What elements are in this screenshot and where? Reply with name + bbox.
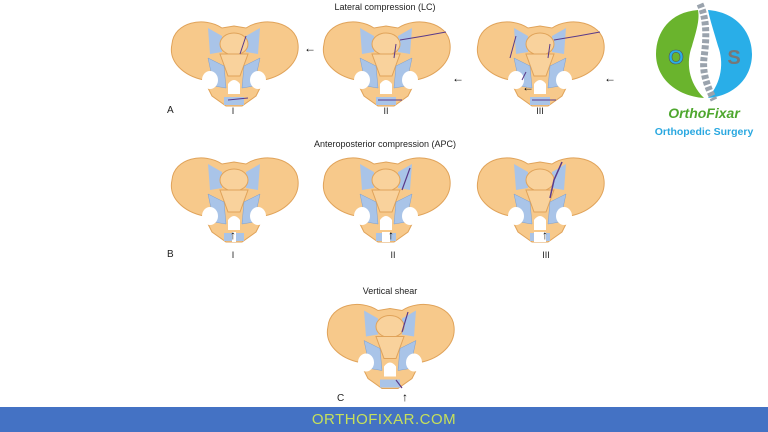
section-b-letter: B bbox=[167, 249, 174, 260]
section-c-title: Vertical shear bbox=[362, 286, 418, 296]
pelvis-vertical-shear bbox=[320, 296, 460, 392]
arrow-left-icon: ← bbox=[304, 41, 316, 55]
pelvis-lc-3 bbox=[470, 14, 610, 109]
orthofixar-logo: O S OrthoFixar Orthopedic Surgery bbox=[648, 2, 760, 147]
footer-website[interactable]: ORTHOFIXAR.COM bbox=[311, 411, 457, 428]
section-a-letter: A bbox=[167, 105, 174, 116]
logo-letter-o: O bbox=[668, 47, 684, 69]
numeral: II bbox=[390, 250, 396, 260]
pelvis-apc-3 bbox=[470, 150, 610, 245]
numeral: I bbox=[231, 106, 235, 116]
pelvis-lc-2 bbox=[316, 14, 456, 109]
arrow-left-icon: ← bbox=[452, 71, 464, 85]
footer-bar: ORTHOFIXAR.COM bbox=[0, 407, 768, 432]
numeral: III bbox=[542, 250, 550, 260]
pelvis-apc-2 bbox=[316, 150, 456, 245]
brand-tagline: Orthopedic Surgery bbox=[654, 126, 754, 138]
numeral: II bbox=[383, 106, 389, 116]
logo-letter-s: S bbox=[727, 47, 740, 69]
section-b-title: Anteroposterior compression (APC) bbox=[313, 139, 457, 149]
arrow-up-icon: ↑ bbox=[402, 390, 408, 404]
arrow-left-icon: ← bbox=[522, 80, 534, 94]
pelvis-apc-1 bbox=[164, 150, 304, 245]
numeral: III bbox=[536, 106, 544, 116]
section-a-title: Lateral compression (LC) bbox=[334, 2, 436, 12]
arrow-up-icon: ↑ bbox=[388, 228, 394, 242]
arrow-left-icon: ← bbox=[604, 71, 616, 85]
spine-logo-icon: O S bbox=[656, 2, 752, 102]
numeral: I bbox=[231, 250, 235, 260]
pelvis-lc-1 bbox=[164, 14, 304, 109]
arrow-up-icon: ↑ bbox=[230, 228, 236, 242]
arrow-up-icon: ↑ bbox=[542, 228, 548, 242]
section-c-letter: C bbox=[337, 393, 345, 404]
brand-name: OrthoFixar bbox=[668, 105, 740, 121]
